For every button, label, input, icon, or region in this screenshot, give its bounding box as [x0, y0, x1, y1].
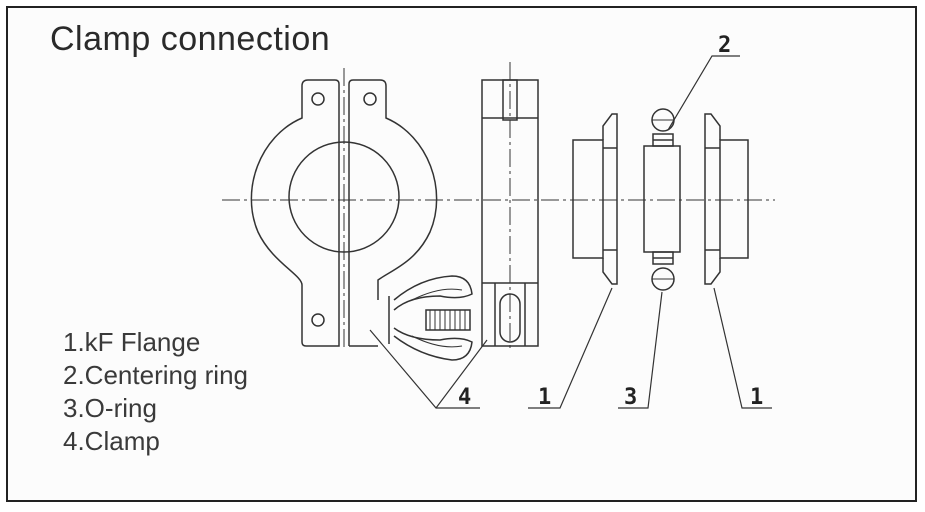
callout-flange-left: 1: [538, 385, 551, 410]
kf-flange-left: [572, 113, 618, 285]
leader-centering-ring: [667, 55, 740, 131]
diagram-title: Clamp connection: [50, 20, 331, 58]
clamp-side-view: [481, 79, 539, 347]
diagram-frame: [6, 6, 917, 502]
legend: 1.kF Flange 2.Centering ring 3.O-ring 4.…: [63, 326, 248, 458]
callout-flange-right: 1: [750, 385, 763, 410]
kf-flange-right: [704, 113, 749, 285]
clamp-front-view: [250, 79, 438, 347]
callout-oring: 3: [624, 385, 637, 410]
wing-nut: [388, 275, 473, 361]
leader-clamp-b: [435, 339, 488, 409]
leader-oring: [618, 291, 663, 409]
centerlines: [222, 62, 775, 350]
centering-ring: [643, 108, 681, 291]
legend-item-centering-ring: 2.Centering ring: [63, 360, 248, 390]
callout-centering-ring: 2: [718, 33, 731, 58]
legend-item-o-ring: 3.O-ring: [63, 393, 157, 423]
callout-clamp: 4: [458, 385, 471, 410]
legend-item-kf-flange: 1.kF Flange: [63, 327, 201, 357]
legend-item-clamp: 4.Clamp: [63, 426, 160, 456]
callout-labels: 4 1 3 1 2: [458, 33, 763, 410]
leader-flange-left: [528, 287, 613, 409]
leader-flange-right: [713, 287, 772, 409]
leader-lines: [369, 55, 772, 409]
